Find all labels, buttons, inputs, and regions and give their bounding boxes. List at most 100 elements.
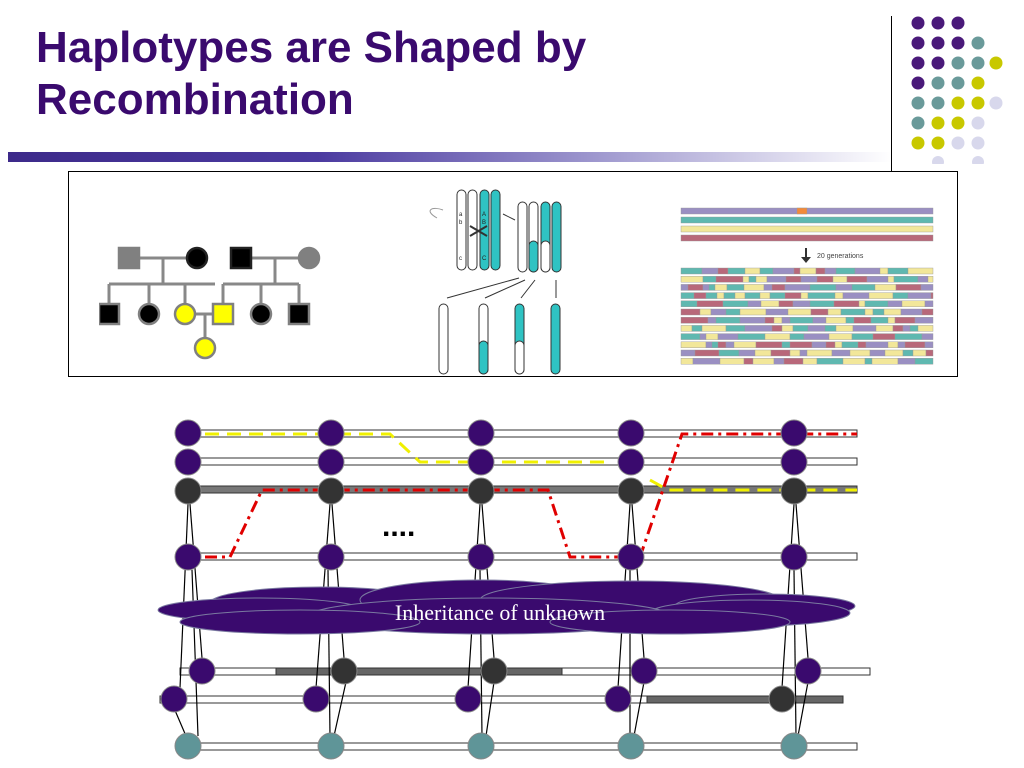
haplotype-segment <box>833 300 860 308</box>
haplotype-segment <box>716 292 725 299</box>
haplotype-segment <box>835 267 856 275</box>
haplotype-segment <box>868 292 894 299</box>
father-square <box>211 302 235 326</box>
child-square <box>287 302 311 326</box>
haplotype-segment <box>892 325 904 332</box>
haplotype-segment <box>806 349 833 357</box>
haplotype-segment <box>760 300 780 308</box>
haplotype-segment <box>895 284 922 291</box>
haplotype-segment <box>871 357 899 365</box>
haplotype-segment <box>900 308 923 316</box>
haplotype-segment <box>763 284 773 291</box>
haplotype-segment <box>726 284 745 291</box>
haplotype-segment <box>725 308 741 316</box>
haplotype-segment <box>800 292 809 299</box>
haplotype-segment <box>831 349 851 357</box>
haplotype-segment <box>924 300 934 308</box>
population-haplotypes: 20 generations <box>680 207 934 365</box>
haplotype-segment <box>807 325 826 332</box>
haplotype-segment <box>708 284 716 291</box>
haplotype-segment <box>887 341 899 349</box>
haplotype-segment <box>781 325 794 332</box>
haplotype-segment <box>784 292 802 299</box>
haplotype-segment <box>719 357 745 365</box>
haplotype-segment <box>907 267 934 275</box>
red-haplotype-path <box>205 432 857 559</box>
haplotype-segment <box>809 300 835 308</box>
haplotype-segment <box>717 341 727 349</box>
haplotype-segment <box>810 308 829 316</box>
haplotype-segment <box>693 292 707 299</box>
inheritance-diagram: .... <box>157 419 871 760</box>
haplotype-segment <box>824 267 837 275</box>
haplotype-segment <box>897 341 906 349</box>
haplotype-segment <box>835 284 853 291</box>
haplotype-segment <box>884 349 904 357</box>
haplotype-segment <box>694 349 720 357</box>
haplotype-segment <box>702 275 717 283</box>
mother-circle <box>173 302 197 326</box>
haplotype-segment <box>717 333 739 340</box>
haplotype-segment <box>824 325 837 332</box>
haplotype-segment <box>816 275 834 283</box>
haplotype-segment <box>747 300 762 308</box>
offspring-nodes <box>160 657 822 713</box>
haplotype-segment <box>739 308 767 316</box>
haplotype-segment <box>924 341 934 349</box>
haplotype-segment <box>715 275 744 283</box>
haplotype-segment <box>705 333 719 340</box>
haplotype-segment <box>680 300 698 308</box>
haplotype-segment <box>755 341 783 349</box>
haplotype-segment <box>787 308 812 316</box>
haplotype-segment <box>680 341 707 349</box>
title-underline <box>8 152 892 162</box>
haplotype-segment <box>718 349 740 357</box>
haplotype-segment <box>766 275 787 283</box>
haplotype-segment <box>921 308 934 316</box>
haplotype-segment <box>902 349 914 357</box>
haplotype-segment <box>897 357 916 365</box>
decorative-dot-grid <box>911 16 1003 164</box>
haplotype-segment <box>680 349 696 357</box>
haplotype-segment <box>872 333 896 340</box>
haplotype-segment <box>803 333 830 340</box>
haplotype-segment <box>894 316 916 324</box>
unknown-inheritance-cloud <box>157 579 856 635</box>
haplotype-segment <box>816 357 844 365</box>
haplotype-segment <box>723 292 736 299</box>
haplotype-segment <box>680 333 701 340</box>
haplotype-segment <box>894 333 923 340</box>
haplotype-segment <box>907 292 932 299</box>
haplotype-segment <box>714 284 728 291</box>
title-line-1: Haplotypes are Shaped by <box>36 23 587 72</box>
haplotype-segment <box>785 275 802 283</box>
slide-title: Haplotypes are Shaped by Recombination <box>36 22 796 126</box>
allele-label: c <box>459 256 462 262</box>
haplotype-segment <box>825 341 836 349</box>
haplotype-segment <box>854 267 881 275</box>
haplotype-segment <box>887 300 903 308</box>
haplotype-segment <box>680 275 704 283</box>
haplotype-segment <box>699 308 712 316</box>
haplotype-segment <box>851 333 874 340</box>
grandmother-circle <box>297 246 321 270</box>
haplotype-segment <box>759 267 774 275</box>
haplotype-segment <box>793 267 801 275</box>
haplotype-segment <box>680 316 709 324</box>
allele-label: b <box>459 220 463 226</box>
haplotype-segment <box>851 284 876 291</box>
haplotype-segment <box>743 284 765 291</box>
haplotype-segment <box>715 316 741 324</box>
yellow-haplotype-path <box>205 432 857 492</box>
haplotype-segment <box>783 357 804 365</box>
haplotype-segment <box>748 275 757 283</box>
haplotype-segment <box>743 357 754 365</box>
haplotype-segment <box>811 341 827 349</box>
haplotype-segment <box>917 325 934 332</box>
haplotype-segment <box>921 333 934 340</box>
child-square <box>99 302 121 326</box>
haplotype-segment <box>792 300 811 308</box>
haplotype-segment <box>680 234 934 242</box>
haplotype-segment <box>699 333 707 340</box>
haplotype-segment <box>717 267 729 275</box>
